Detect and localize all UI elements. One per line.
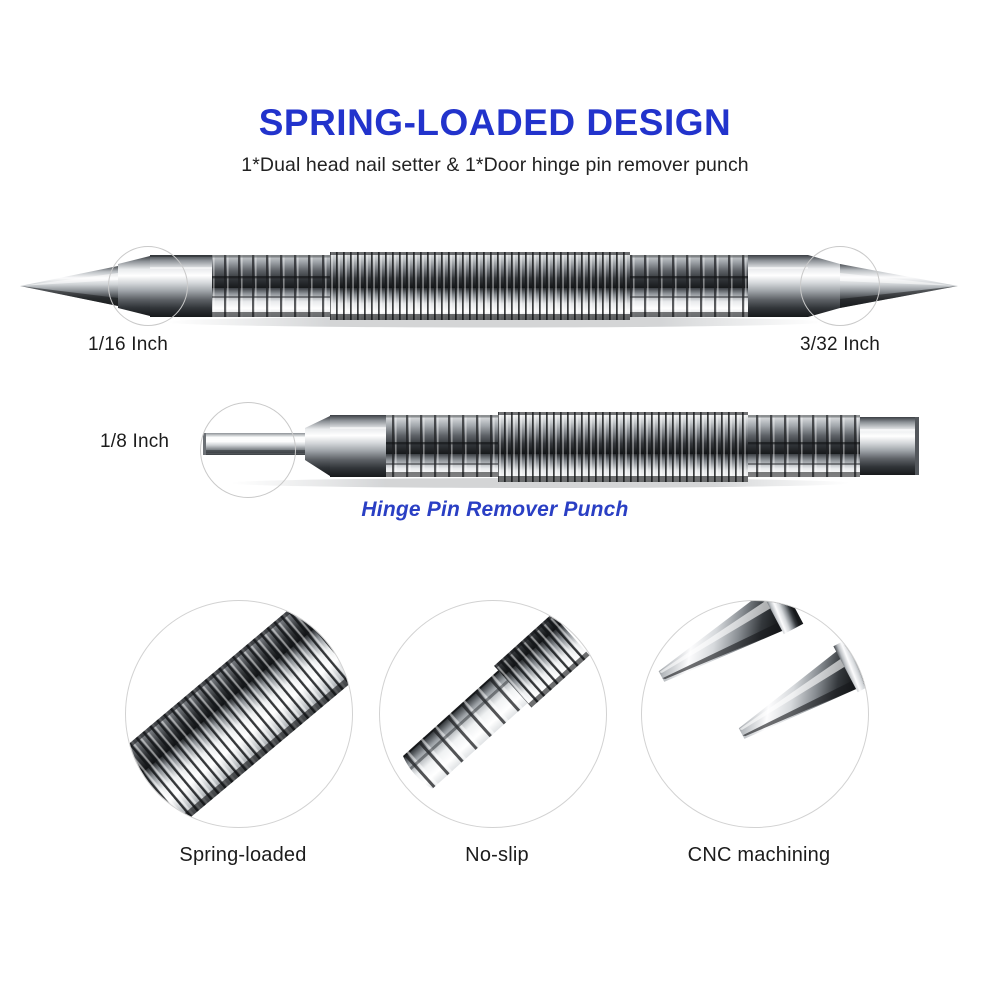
spring-coil-closeup-icon — [126, 601, 352, 827]
tool-caption-hinge-pin-remover: Hinge Pin Remover Punch — [361, 498, 629, 521]
tool-2-illustration — [0, 388, 990, 508]
feature-item-cnc-machining: CNC machining — [634, 596, 884, 896]
feature-circle-cnc-machining — [641, 600, 869, 828]
dimension-label-right: 3/32 Inch — [800, 334, 880, 355]
callout-circle-left-tip — [108, 246, 188, 326]
page-title: SPRING-LOADED DESIGN — [258, 102, 732, 143]
feature-label-cnc-machining: CNC machining — [687, 844, 831, 866]
hinge-punch-svg — [203, 412, 919, 488]
dimension-label-left: 1/16 Inch — [88, 334, 168, 355]
header: SPRING-LOADED DESIGN 1*Dual head nail se… — [0, 102, 990, 177]
feature-item-no-slip: No-slip — [372, 596, 622, 896]
feature-highlights: Spring-loaded — [0, 596, 990, 896]
callout-circle-pin-tip — [200, 402, 296, 498]
knurled-grip-closeup-icon — [402, 613, 590, 789]
feature-label-spring-loaded: Spring-loaded — [179, 844, 307, 866]
callout-circle-right-tip — [800, 246, 880, 326]
machined-tips-closeup-icon — [658, 601, 868, 739]
feature-circle-no-slip — [379, 600, 607, 828]
feature-item-spring-loaded: Spring-loaded — [118, 596, 368, 896]
feature-label-no-slip: No-slip — [465, 844, 529, 866]
dimension-label-pin: 1/8 Inch — [100, 431, 170, 452]
tool-dual-head-nail-setter: 1/16 Inch 3/32 Inch — [0, 226, 990, 355]
page-subtitle: 1*Dual head nail setter & 1*Door hinge p… — [241, 153, 749, 176]
tool-hinge-pin-remover-punch: 1/8 Inch Hinge Pin Remover Punch — [0, 388, 990, 521]
feature-circle-spring-loaded — [125, 600, 353, 828]
